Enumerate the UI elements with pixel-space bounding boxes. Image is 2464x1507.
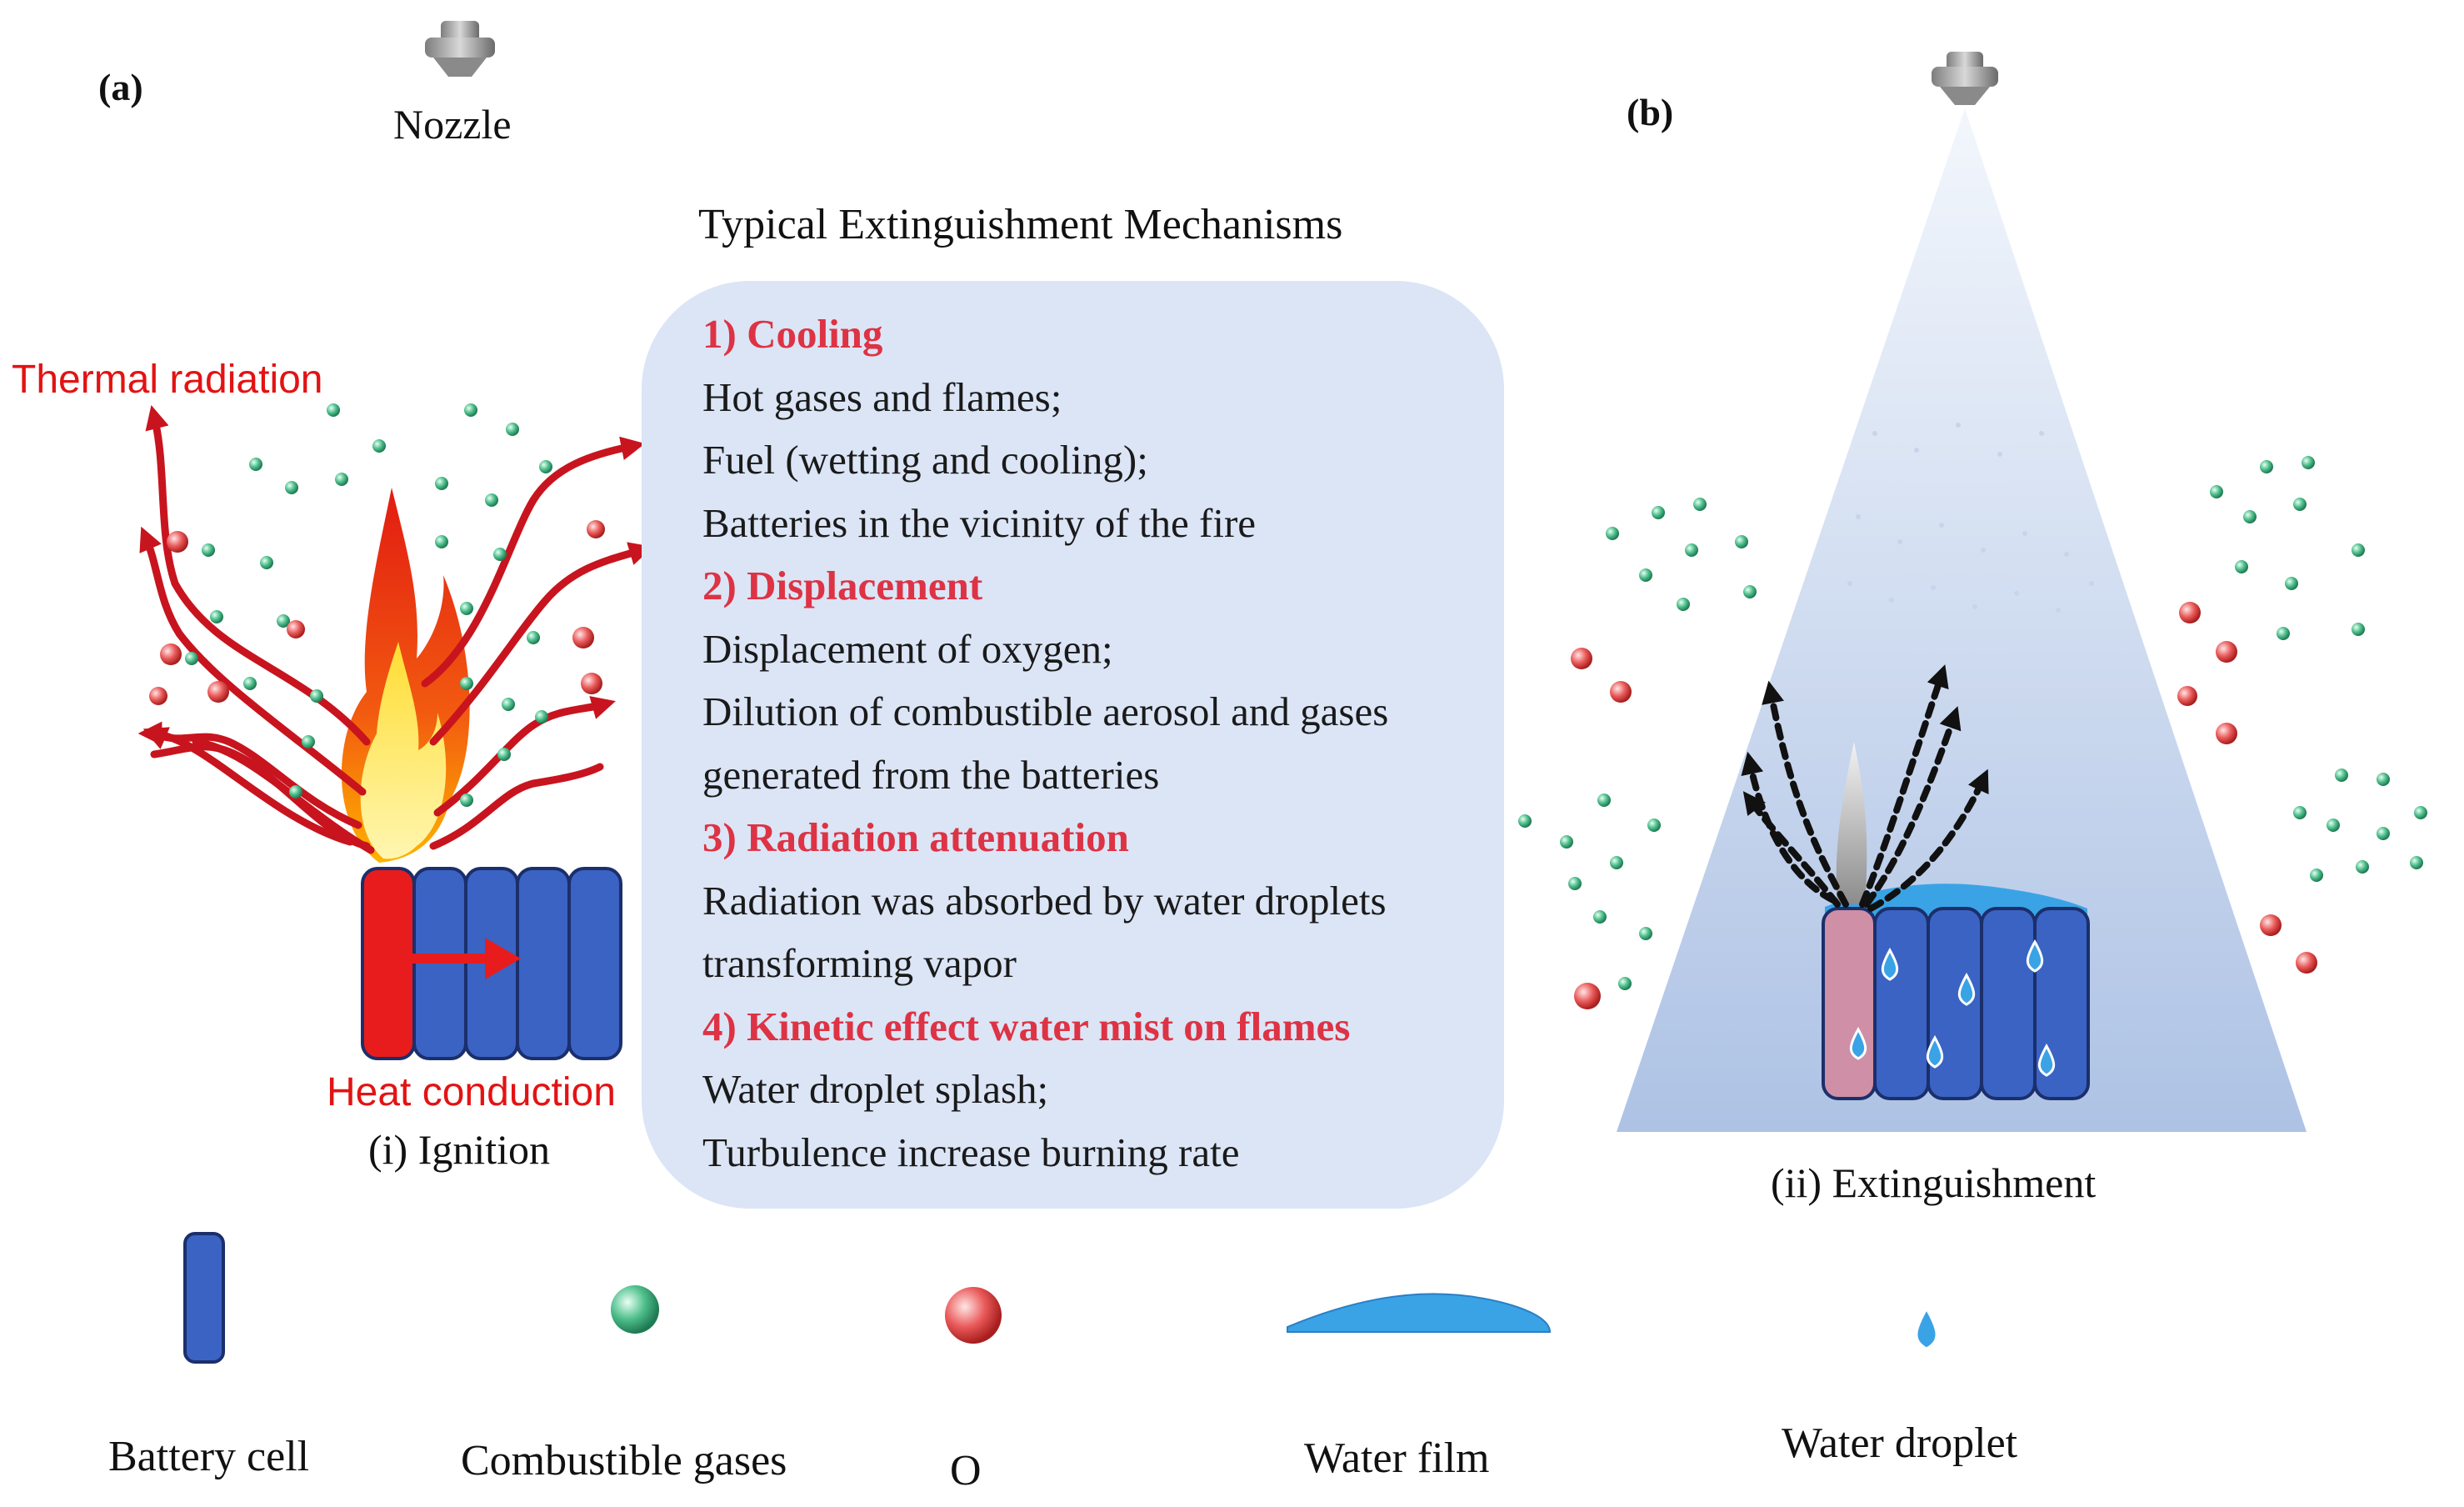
extinguishment-caption: (ii) Extinguishment	[1771, 1159, 2097, 1206]
panel-b-label: (b)	[1627, 91, 1674, 133]
mist-droplets	[1847, 423, 2094, 613]
nozzle-icon-b	[1932, 52, 1998, 105]
legend-oxygen-icon	[945, 1287, 1002, 1344]
thermal-radiation-label: Thermal radiation	[12, 358, 323, 402]
mechanism-heading-displacement: 2) Displacement	[702, 563, 983, 608]
mechanism-heading-cooling: 1) Cooling	[702, 311, 883, 357]
battery-cell-1	[361, 867, 416, 1060]
water-mist-spray-cone	[1617, 108, 2307, 1132]
mechanisms-title: Typical Extinguishment Mechanisms	[698, 201, 1343, 248]
ignition-caption: (i) Ignition	[368, 1126, 551, 1173]
legend-combustible-gases-label: Combustible gases	[461, 1437, 787, 1484]
legend-water-droplet-icon	[1915, 1305, 1938, 1350]
water-droplets-on-cells	[1849, 939, 2056, 1077]
mechanism-line: Displacement of oxygen;	[702, 625, 1113, 672]
mechanism-line: Fuel (wetting and cooling);	[702, 437, 1148, 483]
legend-water-droplet-label: Water droplet	[1782, 1419, 2018, 1467]
vapor-arrows	[1741, 664, 1989, 912]
mechanisms-box: 1) Cooling Hot gases and flames; Fuel (w…	[642, 281, 1504, 1209]
mechanism-line: Turbulence increase burning rate	[702, 1129, 1240, 1175]
mechanism-line: transforming vapor	[702, 940, 1017, 986]
mechanism-line: Dilution of combustible aerosol and gase…	[702, 688, 1389, 734]
legend-battery-cell-icon	[183, 1232, 225, 1364]
ignition-gas-particles	[149, 403, 605, 807]
legend-water-film-icon	[1287, 1293, 1552, 1333]
flame-icon	[341, 488, 470, 863]
cooled-battery-cell	[1822, 907, 1877, 1100]
mechanism-line: Hot gases and flames;	[702, 373, 1062, 420]
legend-water-film-label: Water film	[1304, 1434, 1490, 1482]
battery-cell-5	[567, 867, 622, 1060]
mechanism-line: generated from the batteries	[702, 751, 1160, 798]
panel-a-label: (a)	[98, 66, 143, 108]
mechanism-line: Batteries in the vicinity of the fire	[702, 499, 1257, 546]
battery-cell-4	[516, 867, 571, 1060]
heat-conduction-label: Heat conduction	[327, 1070, 616, 1114]
battery-pack-ignition	[361, 867, 622, 1060]
mechanism-line: Radiation was absorbed by water droplets	[702, 877, 1387, 924]
mechanism-heading-radiation-attenuation: 3) Radiation attenuation	[702, 814, 1129, 860]
mechanism-heading-kinetic-effect: 4) Kinetic effect water mist on flames	[702, 1003, 1351, 1049]
legend-combustible-gas-icon	[611, 1285, 659, 1334]
extinguishment-gas-particles	[1518, 456, 2427, 1009]
battery-pack-extinguishment	[1822, 884, 2090, 1100]
thermal-radiation-arrows	[137, 405, 653, 854]
mechanism-line: Water droplet splash;	[702, 1066, 1049, 1112]
nozzle-icon-a	[425, 21, 495, 77]
nozzle-label: Nozzle	[393, 101, 512, 148]
legend-battery-cell-label: Battery cell	[108, 1433, 310, 1480]
smoke-plume-icon	[1836, 742, 1867, 904]
legend-oxygen-label: O	[950, 1447, 982, 1494]
